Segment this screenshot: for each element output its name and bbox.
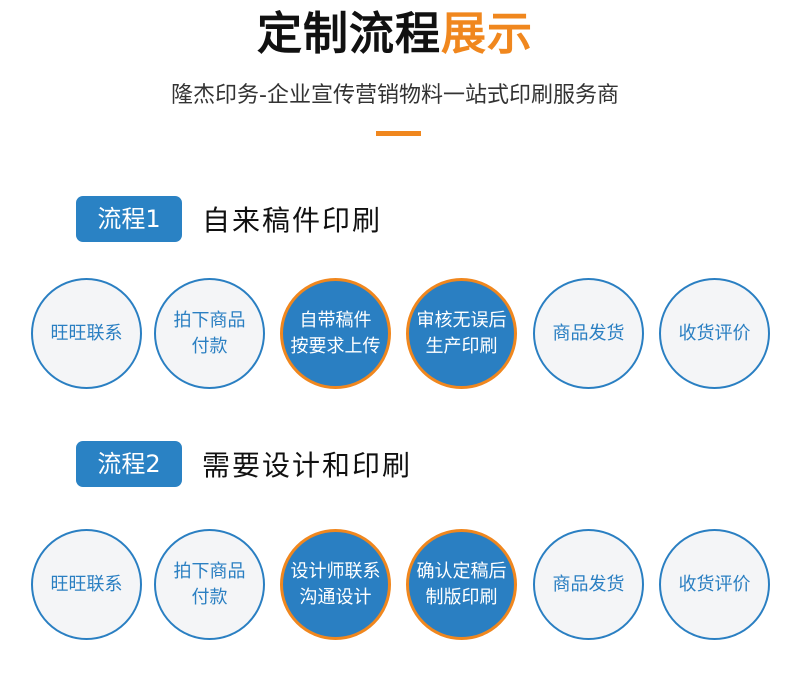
step-label: 拍下商品: [173, 309, 246, 331]
page-title: 定制流程展示: [0, 6, 790, 62]
flow-2-steps: 旺旺联系 拍下商品 付款 设计师联系 沟通设计 确认定稿后 制版印刷 商品发货 …: [31, 529, 771, 641]
step-label: 审核无误后: [416, 309, 507, 331]
flow-2-step-2: 拍下商品 付款: [154, 529, 265, 640]
page-subtitle: 隆杰印务-企业宣传营销物料一站式印刷服务商: [171, 83, 619, 108]
flow-2-step-3: 设计师联系 沟通设计: [280, 529, 391, 640]
title-accent: 展示: [441, 7, 534, 60]
flow-2-step-5: 商品发货: [533, 529, 644, 640]
step-label: 旺旺联系: [50, 573, 123, 595]
step-label: 拍下商品: [173, 560, 246, 582]
step-label: 旺旺联系: [50, 322, 123, 344]
flow-2-badge: 流程2: [76, 441, 182, 487]
flow-1-step-2: 拍下商品 付款: [154, 278, 265, 389]
step-label-2: 按要求上传: [290, 335, 381, 357]
flow-1-step-1: 旺旺联系: [31, 278, 142, 389]
flow-1-step-3: 自带稿件 按要求上传: [280, 278, 391, 389]
flow-2-header: 流程2 需要设计和印刷: [76, 441, 412, 487]
title-divider: [376, 131, 421, 136]
step-label-2: 制版印刷: [425, 586, 498, 608]
flow-2-step-1: 旺旺联系: [31, 529, 142, 640]
step-label: 设计师联系: [290, 560, 381, 582]
flow-1-step-4: 审核无误后 生产印刷: [406, 278, 517, 389]
flow-1-title: 自来稿件印刷: [202, 204, 383, 237]
step-label-2: 沟通设计: [299, 586, 372, 608]
step-label: 收货评价: [678, 322, 751, 344]
step-label-2: 付款: [191, 335, 228, 357]
flow-1-steps: 旺旺联系 拍下商品 付款 自带稿件 按要求上传 审核无误后 生产印刷 商品发货 …: [31, 278, 771, 390]
title-main: 定制流程: [256, 7, 441, 60]
flow-1-step-5: 商品发货: [533, 278, 644, 389]
flow-2-step-6: 收货评价: [659, 529, 770, 640]
step-label: 收货评价: [678, 573, 751, 595]
flow-2-title: 需要设计和印刷: [202, 449, 413, 482]
step-label: 商品发货: [552, 322, 625, 344]
flow-1-step-6: 收货评价: [659, 278, 770, 389]
flow-1-header: 流程1 自来稿件印刷: [76, 196, 382, 242]
step-label: 自带稿件: [299, 309, 372, 331]
flow-1-badge: 流程1: [76, 196, 182, 242]
flow-2-step-4: 确认定稿后 制版印刷: [406, 529, 517, 640]
step-label: 确认定稿后: [416, 560, 507, 582]
step-label-2: 生产印刷: [425, 335, 498, 357]
step-label-2: 付款: [191, 586, 228, 608]
step-label: 商品发货: [552, 573, 625, 595]
